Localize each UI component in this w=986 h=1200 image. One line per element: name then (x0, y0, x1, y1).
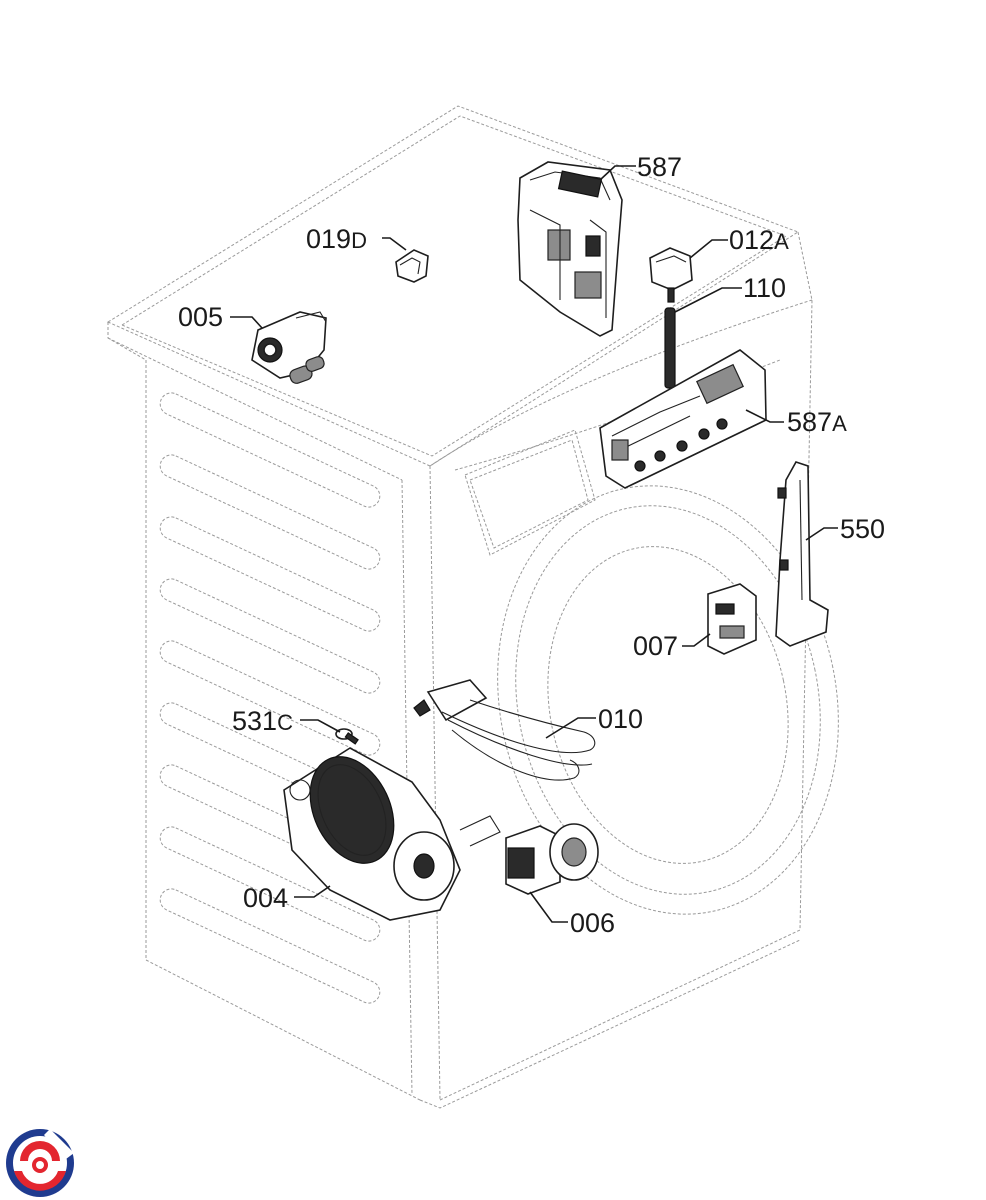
cabinet-outline (106, 105, 839, 1109)
part-006-drain-pump (505, 823, 599, 895)
part-019d-clip (395, 249, 429, 283)
part-010-heater (413, 679, 596, 781)
callout-019d: 019D (306, 224, 367, 254)
callout-110: 110 (743, 273, 786, 303)
leader-lines (230, 165, 838, 923)
part-005-inlet-valve (251, 311, 327, 384)
part-531c-screw (335, 728, 359, 745)
side-vent-slots (159, 392, 381, 1004)
part-587a-interface-board (599, 349, 767, 489)
callout-007: 007 (633, 631, 678, 661)
part-587-control-module (517, 161, 623, 337)
part-012a-pressure-switch (649, 247, 693, 303)
callout-006: 006 (570, 908, 615, 938)
part-550-bracket (775, 461, 829, 647)
callout-labels: 587 019D 012A 110 005 587A 550 007 010 5… (178, 152, 885, 938)
callout-550: 550 (840, 514, 885, 544)
part-007-door-lock (707, 583, 757, 655)
callout-005: 005 (178, 302, 223, 332)
part-110-tube (664, 307, 676, 389)
part-004-motor (283, 747, 501, 921)
callout-004: 004 (243, 883, 288, 913)
callout-531c: 531C (232, 706, 293, 736)
callout-587a: 587A (787, 407, 847, 437)
callout-012a: 012A (729, 225, 789, 255)
callout-010: 010 (598, 704, 643, 734)
callout-587: 587 (637, 152, 682, 182)
brand-logo-icon (6, 1129, 74, 1197)
